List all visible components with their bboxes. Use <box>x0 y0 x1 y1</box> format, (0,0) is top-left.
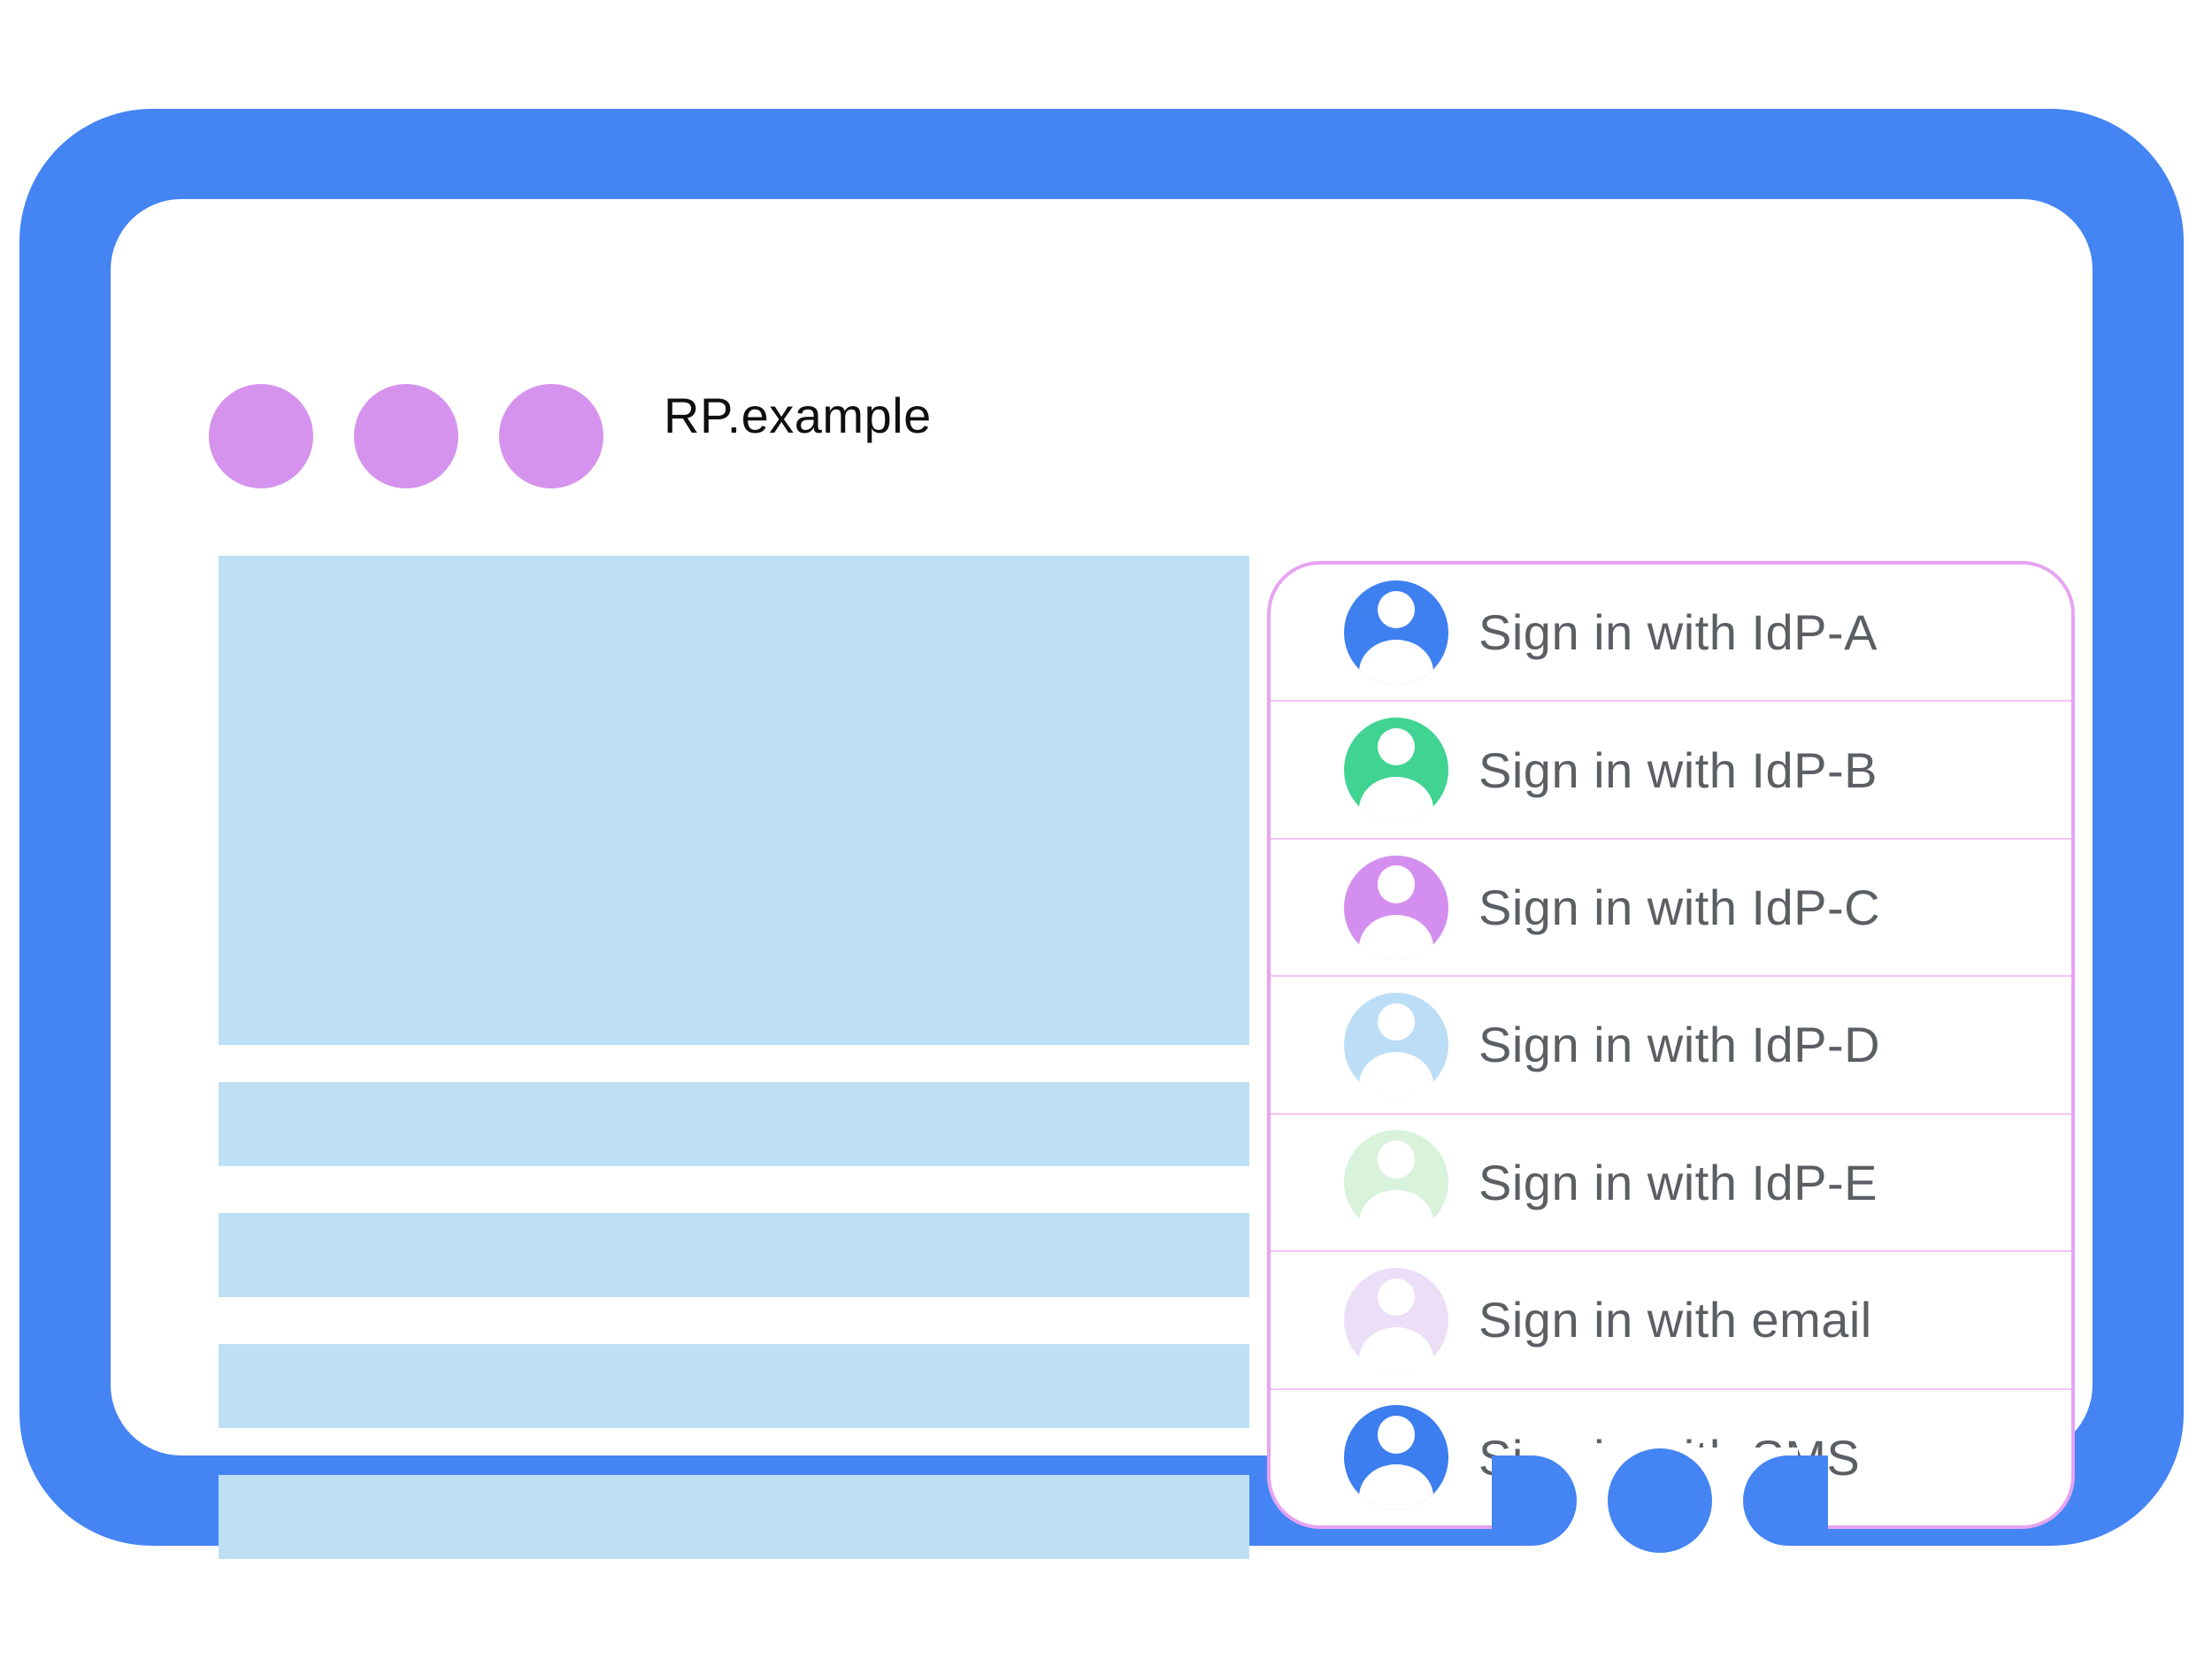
device-frame: RP.example Sign in with IdP-A Sign in wi… <box>19 109 2184 1559</box>
signin-option-idp-b[interactable]: Sign in with IdP-B <box>1271 700 2071 837</box>
content-bar-placeholder <box>219 1475 1249 1559</box>
person-icon <box>1344 992 1448 1097</box>
browser-screen: RP.example Sign in with IdP-A Sign in wi… <box>111 199 2093 1559</box>
person-icon <box>1344 718 1448 823</box>
signin-option-label: Sign in with email <box>1479 1292 1872 1348</box>
content-bar-placeholder <box>219 1213 1249 1297</box>
window-control-dot <box>499 384 603 488</box>
person-icon <box>1344 1130 1448 1235</box>
person-icon <box>1344 855 1448 960</box>
person-icon <box>1344 580 1448 685</box>
signin-option-label: Sign in with IdP-D <box>1479 1017 1881 1073</box>
signin-option-idp-e[interactable]: Sign in with IdP-E <box>1271 1112 2071 1250</box>
signin-option-idp-a[interactable]: Sign in with IdP-A <box>1271 565 2071 700</box>
signin-option-label: Sign in with IdP-B <box>1479 741 1878 798</box>
page-title: RP.example <box>664 387 932 443</box>
window-control-dot <box>209 384 313 488</box>
signin-option-email[interactable]: Sign in with email <box>1271 1250 2071 1387</box>
bezel-cap <box>1743 1455 1828 1546</box>
signin-option-label: Sign in with IdP-C <box>1479 879 1881 936</box>
bezel-cap <box>1492 1455 1577 1546</box>
person-icon <box>1344 1405 1448 1510</box>
signin-option-idp-d[interactable]: Sign in with IdP-D <box>1271 975 2071 1112</box>
home-button <box>1608 1448 1712 1553</box>
window-control-dot <box>354 384 458 488</box>
person-icon <box>1344 1267 1448 1372</box>
content-bar-placeholder <box>219 1344 1249 1428</box>
content-hero-placeholder <box>219 556 1249 1045</box>
signin-option-label: Sign in with IdP-A <box>1479 604 1878 661</box>
content-bar-placeholder <box>219 1082 1249 1166</box>
signin-option-label: Sign in with IdP-E <box>1479 1154 1878 1210</box>
signin-option-idp-c[interactable]: Sign in with IdP-C <box>1271 837 2071 975</box>
signin-panel: Sign in with IdP-A Sign in with IdP-B Si… <box>1267 561 2075 1529</box>
